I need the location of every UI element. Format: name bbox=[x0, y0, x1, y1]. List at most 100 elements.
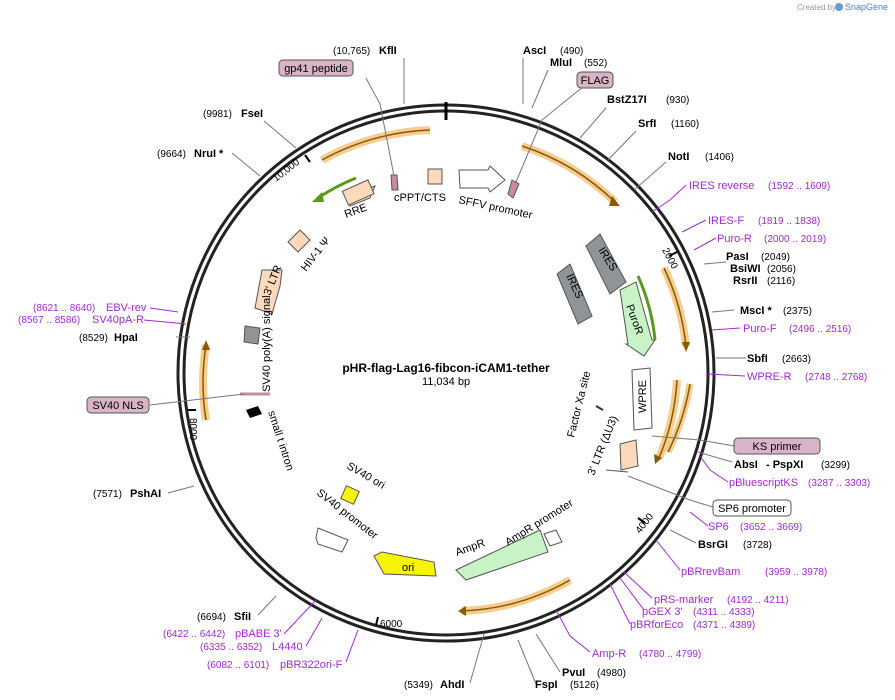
sffv-promoter-arrow bbox=[458, 165, 506, 193]
enzyme-mlui-name: MluI bbox=[550, 57, 572, 69]
enzyme-bsrgi-pos: (3728) bbox=[743, 540, 772, 551]
primer-ebvrev-pos: (8621 .. 8640) bbox=[33, 303, 95, 314]
primer-leader-pbrrev bbox=[655, 539, 681, 571]
primer-sv40par-name: SV40pA-R bbox=[92, 314, 144, 326]
enzyme-srfi-name: SrfI bbox=[638, 118, 656, 130]
leader-gp41 bbox=[365, 77, 395, 177]
enzyme-psha-name: PshAI bbox=[130, 488, 161, 500]
primer-leader-sp6 bbox=[689, 511, 709, 527]
rre-box bbox=[341, 179, 375, 206]
enzyme-bsiwi-name: BsiWI bbox=[730, 263, 761, 275]
primer-pbrrev-pos: (3959 .. 3978) bbox=[765, 567, 827, 578]
tick-label-10000: 10,000 bbox=[271, 157, 302, 185]
watermark-prefix: Created by bbox=[797, 3, 836, 12]
enzyme-mlui-pos: (552) bbox=[584, 58, 607, 69]
puror-arrow bbox=[619, 281, 656, 357]
factor-xa-mark bbox=[595, 405, 604, 411]
ks-primer-box bbox=[733, 437, 821, 455]
leader-nrui bbox=[231, 152, 261, 177]
feature-label-sv40-polya: SV40 poly(A) signal bbox=[261, 295, 273, 392]
primer-pbr322-pos: (6082 .. 6101) bbox=[207, 660, 269, 671]
primer-sp6-pos: (3652 .. 3669) bbox=[740, 522, 802, 533]
leader-pasi bbox=[703, 261, 727, 265]
enzyme-ahdi-name: AhdI bbox=[440, 679, 464, 691]
primer-iresf-name: IRES-F bbox=[708, 215, 744, 227]
orf-arrowhead-left bbox=[202, 340, 210, 350]
hiv-psi-box bbox=[287, 229, 311, 253]
primer-l4440-name: L4440 bbox=[272, 641, 303, 653]
feature-label-wpre: WPRE bbox=[637, 380, 649, 413]
enzyme-bstz-name: BstZ17I bbox=[607, 94, 647, 106]
plasmid-name: pHR-flag-Lag16-fibcon-iCAM1-tether bbox=[342, 361, 550, 375]
ltr3-delta-line bbox=[605, 469, 629, 473]
enzyme-labels: (10,765) KflI (9981) FseI (9664) NruI * … bbox=[79, 45, 850, 691]
small-t-intron-mark bbox=[246, 406, 262, 418]
primer-leader-ebvrev bbox=[149, 307, 179, 313]
enzyme-msci-name: MscI * bbox=[740, 305, 773, 317]
enzyme-kfli-name: KflI bbox=[379, 45, 397, 57]
leader-ahdi bbox=[469, 633, 485, 684]
leader-mlui bbox=[531, 69, 549, 109]
plasmid-length: 11,034 bp bbox=[422, 376, 470, 388]
feature-label-ltr3-delta: 3' LTR (ΔU3) bbox=[586, 414, 621, 477]
enzyme-ahdi-pos: (5349) bbox=[404, 680, 433, 691]
ires-shape-b bbox=[556, 263, 593, 325]
enzyme-pspxi-name: - PspXI bbox=[766, 459, 803, 471]
enzyme-pvui-pos: (4980) bbox=[597, 668, 626, 679]
enzyme-nrui-pos: (9664) bbox=[157, 149, 186, 160]
green-arrow-puro bbox=[636, 275, 657, 341]
primer-leader-prs bbox=[623, 571, 653, 599]
ori-arrow bbox=[373, 551, 437, 577]
orf-arrowhead-top-right bbox=[609, 196, 620, 206]
leader-pvui bbox=[535, 633, 561, 673]
primer-iresf-pos: (1819 .. 1838) bbox=[758, 216, 820, 227]
primer-pbrrev-name: pBRrevBam bbox=[681, 566, 740, 578]
enzyme-bsrgi-name: BsrGI bbox=[698, 539, 728, 551]
watermark-brand: SnapGene bbox=[845, 2, 888, 12]
primer-labels: IRES reverse (1592 .. 1609) IRES-F (1819… bbox=[18, 180, 870, 671]
enzyme-pasi-pos: (2049) bbox=[761, 252, 790, 263]
snapgene-logo-icon bbox=[835, 3, 843, 11]
green-arrowhead-top-left bbox=[312, 192, 324, 202]
primer-leader-lines bbox=[143, 184, 746, 663]
feature-label-factor-xa: Factor Xa site bbox=[565, 370, 593, 439]
ltr3-shape bbox=[254, 269, 283, 315]
enzyme-fspi-name: FspI bbox=[535, 679, 558, 691]
primer-pbr322-name: pBR322ori-F bbox=[280, 659, 343, 671]
plasmid-title: pHR-flag-Lag16-fibcon-iCAM1-tether 11,03… bbox=[342, 361, 550, 388]
ires-shape-a bbox=[585, 233, 627, 295]
boxed-labels: gp41 peptide FLAG KS primer SV40 NLS SP6… bbox=[86, 59, 821, 517]
orf-arc-top-left-line bbox=[321, 129, 431, 161]
enzyme-absi-pos: (3299) bbox=[821, 460, 850, 471]
primer-leader-puror bbox=[693, 237, 717, 251]
enzyme-sfii-name: SfiI bbox=[234, 611, 251, 623]
enzyme-rsrii-name: RsrII bbox=[733, 275, 757, 287]
enzyme-sbfi-name: SbfI bbox=[747, 353, 768, 365]
enzyme-sbfi-pos: (2663) bbox=[782, 354, 811, 365]
leader-bsrgi bbox=[669, 529, 697, 544]
enzyme-fsei-name: FseI bbox=[241, 108, 263, 120]
primer-ampr-pos: (4780 .. 4799) bbox=[639, 649, 701, 660]
primer-puror-pos: (2000 .. 2019) bbox=[764, 234, 826, 245]
enzyme-bsiwi-pos: (2056) bbox=[767, 264, 796, 275]
flag-box bbox=[576, 71, 614, 89]
primer-iresrev-name: IRES reverse bbox=[689, 180, 754, 192]
sp6-promoter-label: SP6 promoter bbox=[718, 503, 786, 515]
sv40-ori-box bbox=[340, 485, 360, 505]
feature-label-sv40-ori: SV40 ori bbox=[345, 460, 388, 491]
enzyme-sfii-pos: (6694) bbox=[197, 612, 226, 623]
enzyme-nrui-name: NruI * bbox=[194, 148, 224, 160]
tick-label-8000: 8000 bbox=[187, 418, 198, 441]
orf-arc-bottom bbox=[461, 576, 572, 615]
enzyme-pvui-name: PvuI bbox=[562, 667, 585, 679]
primer-pbrfor-name: pBRforEco bbox=[630, 619, 683, 631]
ampr-arrow bbox=[455, 529, 549, 581]
primer-puror-name: Puro-R bbox=[717, 233, 752, 245]
leader-sfii bbox=[257, 595, 277, 616]
sv40-polya-box bbox=[243, 325, 261, 345]
primer-purof-name: Puro-F bbox=[743, 323, 777, 335]
ks-primer-label: KS primer bbox=[753, 441, 802, 453]
cppt-shape bbox=[390, 174, 399, 191]
